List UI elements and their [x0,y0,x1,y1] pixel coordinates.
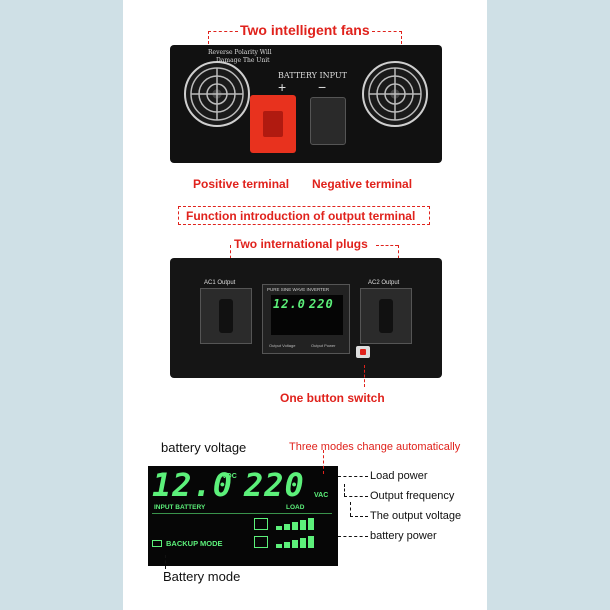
positive-terminal [250,95,296,153]
battery-input-label: BATTERY INPUT [278,71,347,80]
load-power-label: Load power [370,470,428,482]
switch-leader [364,365,365,387]
lcd-input-battery: INPUT BATTERY [154,504,206,511]
large-lcd: 12.0 VDC 220 VAC INPUT BATTERY LOAD BACK… [148,466,338,566]
warning-line-2: Damage The Unit [216,57,270,64]
small-lcd-output-voltage: 220 [309,297,334,311]
ac1-label: AC1 Output [204,280,236,286]
output-frequency-label: Output frequency [370,490,455,502]
small-lcd-battery-voltage: 12.0 [273,297,306,311]
modes-label: Three modes change automatically [289,441,461,453]
function-title-box: Function introduction of output terminal [178,206,430,225]
switch-icon[interactable] [356,346,370,358]
function-title: Function introduction of output terminal [186,209,416,223]
ac2-label: AC2 Output [368,280,400,286]
display-module: PURE SINE WAVE INVERTER 12.0 220 Output … [262,284,350,354]
output-voltage-label: The output voltage [370,510,462,522]
negative-terminal [310,97,346,145]
lcd-battery-voltage: 12.0 [152,466,234,504]
small-lcd: 12.0 220 [271,295,343,335]
switch-label: One button switch [280,391,385,405]
output-panel: AC1 Output AC2 Output PURE SINE WAVE INV… [170,258,442,378]
plus-icon: + [278,79,287,95]
panel-title: PURE SINE WAVE INVERTER [267,287,330,292]
positive-terminal-label: Positive terminal [193,177,290,191]
minus-icon: − [318,79,327,95]
lcd-output-voltage: 220 [244,466,305,504]
load-icon [254,518,268,530]
socket-icon [360,288,412,344]
fans-leader-left [208,31,238,32]
battery-input-panel: Reverse Polarity Will Damage The Unit BA… [170,45,442,163]
battery-power-label: battery power [370,530,437,542]
lcd-vdc: VDC [222,473,237,480]
battery-icon [254,536,268,548]
battery-voltage-label: battery voltage [161,440,247,455]
battery-icon [152,540,162,547]
battery-mode-label: Battery mode [163,569,241,584]
output-power-small: Output Power [311,343,336,348]
fan-icon [362,61,428,127]
socket-icon [200,288,252,344]
plugs-leader-right [376,245,398,246]
warning-line-1: Reverse Polarity Will [208,49,272,56]
lcd-vac: VAC [314,492,329,499]
negative-terminal-label: Negative terminal [312,177,413,191]
fans-leader-right [372,31,402,32]
plugs-label: Two international plugs [234,237,368,251]
modes-leader [323,450,324,474]
fans-label: Two intelligent fans [240,22,370,38]
output-voltage-small: Output Voltage [269,343,296,348]
fan-icon [184,61,250,127]
lcd-load: LOAD [286,504,305,511]
lcd-backup-mode: BACKUP MODE [166,539,223,548]
